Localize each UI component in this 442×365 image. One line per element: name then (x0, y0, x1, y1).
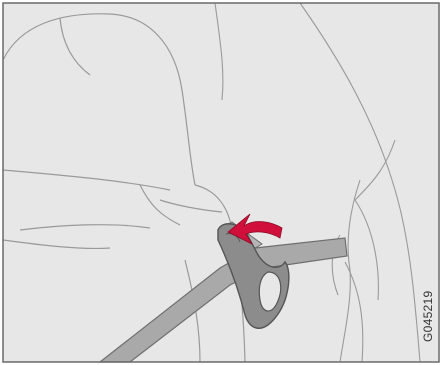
illustration-background (3, 3, 439, 362)
figure-code-label: G045219 (421, 291, 435, 342)
